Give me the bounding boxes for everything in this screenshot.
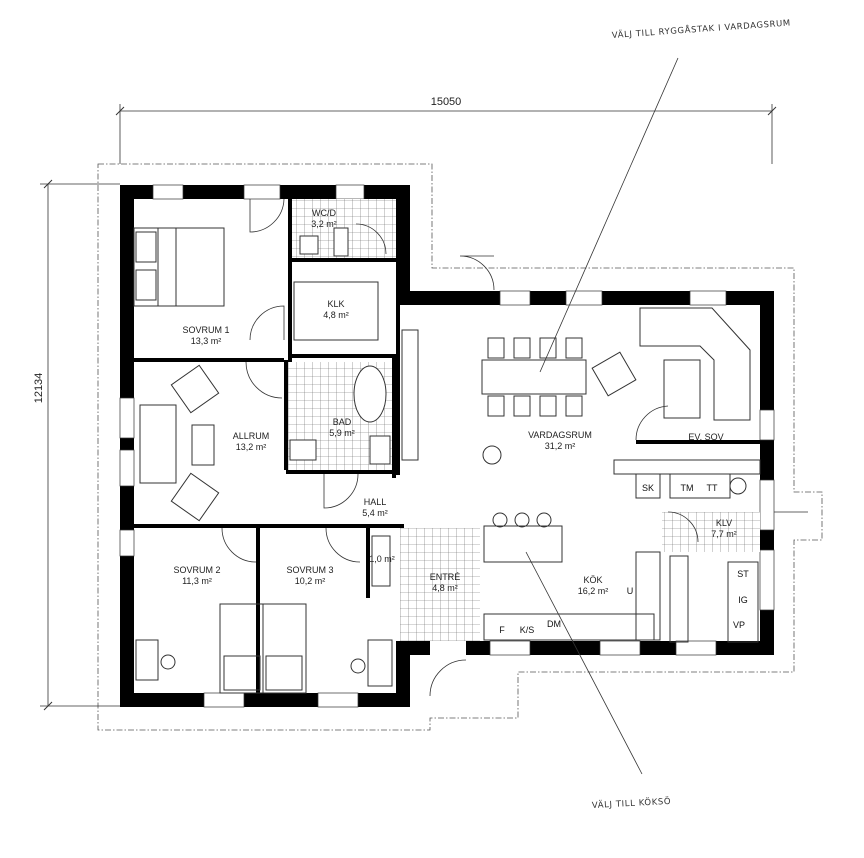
fixture-dm: DM	[547, 619, 561, 629]
room-area: 3,2 m²	[311, 219, 337, 229]
room-name: KLK	[327, 299, 344, 309]
doors	[221, 198, 808, 697]
room-sovrum3: SOVRUM 3 10,2 m²	[286, 565, 333, 586]
sofa-corner	[591, 307, 751, 421]
klk-storage	[293, 281, 379, 341]
room-area: 5,4 m²	[362, 508, 388, 518]
entre-tiles	[400, 528, 480, 641]
room-small: 1,0 m²	[369, 554, 395, 564]
room-area: 11,3 m²	[182, 576, 212, 586]
room-hall: HALL 5,4 m²	[362, 497, 388, 518]
annotation-island: VÄLJ TILL KÖKSÖ	[525, 551, 672, 811]
bed-sovrum2-3	[219, 603, 307, 694]
room-area: 4,8 m²	[432, 583, 458, 593]
room-klk: KLK 4,8 m²	[323, 299, 349, 320]
depth-label: 12134	[33, 373, 45, 404]
fixture-tt: TT	[707, 483, 718, 493]
room-name: ALLRUM	[233, 431, 270, 441]
room-name: SOVRUM 2	[173, 565, 220, 575]
annotation-ceiling-text: VÄLJ TILL RYGGÅSTAK I VARDAGSRUM	[611, 17, 791, 41]
room-bad: BAD 5,9 m²	[329, 417, 355, 438]
desk-sovrum2	[135, 639, 176, 681]
room-wcd: WC/D 3,2 m²	[311, 208, 337, 229]
room-name: BAD	[333, 417, 352, 427]
room-sovrum1: SOVRUM 1 13,3 m²	[182, 325, 229, 346]
room-name: VARDAGSRUM	[528, 430, 592, 440]
desk-sovrum3	[350, 639, 393, 687]
kitchen-counter	[483, 459, 761, 643]
dimension-depth: 12134	[33, 179, 120, 711]
fixture-u: U	[627, 586, 634, 596]
room-name: WC/D	[312, 208, 336, 218]
room-kok: KÖK 16,2 m²	[578, 575, 609, 596]
room-name: KÖK	[583, 575, 602, 585]
room-area: 10,2 m²	[295, 576, 326, 586]
room-area: 1,0 m²	[369, 554, 395, 564]
klv-tiles	[662, 512, 760, 552]
fixture-ig: IG	[738, 595, 748, 605]
fixture-st: ST	[737, 569, 749, 579]
room-area: 31,2 m²	[545, 441, 576, 451]
allrum-furniture	[139, 364, 220, 522]
fixture-ks: K/S	[520, 625, 535, 635]
fixture-sk: SK	[642, 483, 654, 493]
width-label: 15050	[431, 96, 462, 108]
room-area: 5,9 m²	[329, 428, 355, 438]
annotation-ceiling: VÄLJ TILL RYGGÅSTAK I VARDAGSRUM	[539, 17, 791, 373]
room-name: SOVRUM 3	[286, 565, 333, 575]
room-area: 13,3 m²	[191, 336, 222, 346]
room-name: HALL	[364, 497, 387, 507]
room-area: 7,7 m²	[711, 529, 737, 539]
roof-outline	[97, 163, 823, 731]
fireplace	[401, 329, 502, 465]
room-vardagsrum: VARDAGSRUM 31,2 m²	[528, 430, 592, 451]
bathroom-fixtures	[289, 227, 391, 587]
room-area: 4,8 m²	[323, 310, 349, 320]
fixture-f: F	[499, 625, 505, 635]
dimension-width: 15050	[115, 96, 777, 164]
dining-table	[481, 337, 587, 417]
room-sovrum2: SOVRUM 2 11,3 m²	[173, 565, 220, 586]
fixture-tm: TM	[681, 483, 694, 493]
interior-walls	[134, 199, 760, 693]
bed-sovrum1	[133, 227, 225, 307]
room-klv: KLV 7,7 m²	[711, 518, 737, 539]
room-name: KLV	[716, 518, 732, 528]
room-name: ENTRÉ	[430, 572, 461, 582]
room-name: SOVRUM 1	[182, 325, 229, 335]
room-allrum: ALLRUM 13,2 m²	[233, 431, 270, 452]
kitchen-island	[483, 512, 563, 563]
fixture-vp: VP	[733, 620, 745, 630]
room-evsov: EV. SOV	[688, 432, 723, 442]
room-area: 16,2 m²	[578, 586, 609, 596]
room-name: EV. SOV	[688, 432, 723, 442]
annotation-island-text: VÄLJ TILL KÖKSÖ	[592, 796, 672, 811]
windows	[119, 184, 775, 708]
room-entre: ENTRÉ 4,8 m²	[430, 572, 461, 593]
room-area: 13,2 m²	[236, 442, 267, 452]
